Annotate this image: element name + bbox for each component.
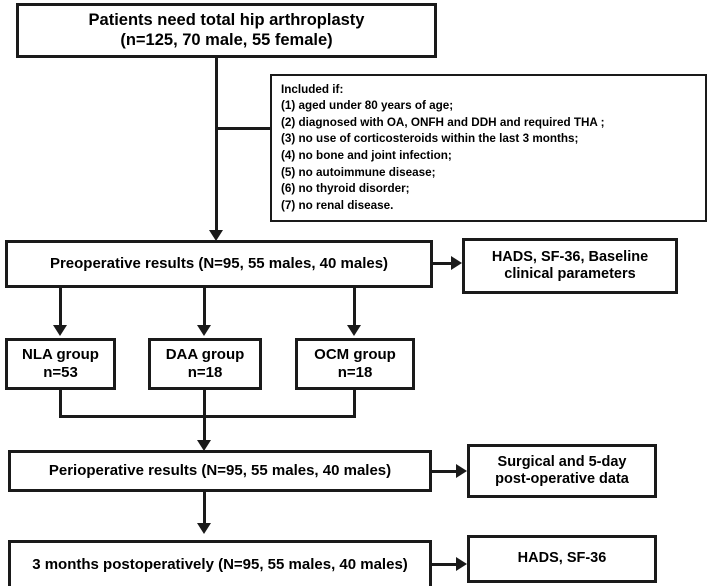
connector-preoperative-split-daa — [203, 288, 206, 327]
connector-merge-to-perioperative — [203, 390, 206, 443]
node-perioperative-outcomes-label: Surgical and 5-day post-operative data — [495, 453, 629, 487]
arrowhead-merge-to-perioperative — [197, 440, 211, 451]
connector-nla-to-merge — [59, 390, 62, 418]
arrowhead-split-ocm — [347, 325, 361, 336]
node-preoperative-outcomes: HADS, SF-36, Baseline clinical parameter… — [462, 238, 678, 294]
node-perioperative-label: Perioperative results (N=95, 55 males, 4… — [48, 462, 392, 480]
node-three-months-postoperatively: 3 months postoperatively (N=95, 55 males… — [8, 540, 432, 586]
node-group-ocm: OCM group n=18 — [295, 338, 415, 390]
node-three-months-outcomes-label: HADS, SF-36 — [517, 550, 607, 567]
node-total-hip-arthroplasty-patients: Patients need total hip arthroplasty (n=… — [16, 3, 437, 58]
node-criteria-label: Included if: (1) aged under 80 years of … — [281, 82, 605, 212]
arrowhead-perioperative-to-three-months — [197, 523, 211, 534]
connector-ocm-to-merge — [353, 390, 356, 418]
arrowhead-split-daa — [197, 325, 211, 336]
node-group-daa: DAA group n=18 — [148, 338, 262, 390]
arrowhead-preoperative-to-outcomes — [451, 256, 462, 270]
arrowhead-split-nla — [53, 325, 67, 336]
connector-preoperative-split-ocm — [353, 288, 356, 327]
node-group-nla: NLA group n=53 — [5, 338, 116, 390]
connector-groups-merge-bar — [59, 415, 356, 418]
node-three-months-label: 3 months postoperatively (N=95, 55 males… — [32, 556, 408, 574]
node-three-months-outcomes: HADS, SF-36 — [467, 535, 657, 583]
connector-perioperative-to-outcomes — [432, 470, 460, 473]
connector-preoperative-to-outcomes — [433, 262, 455, 265]
node-group-nla-label: NLA group n=53 — [22, 346, 99, 381]
node-group-ocm-label: OCM group n=18 — [314, 346, 396, 381]
connector-three-months-to-outcomes — [432, 563, 460, 566]
arrowhead-top-to-preoperative — [209, 230, 223, 241]
connector-top-to-preoperative — [215, 58, 218, 233]
node-preoperative-results: Preoperative results (N=95, 55 males, 40… — [5, 240, 433, 288]
arrowhead-perioperative-to-outcomes — [456, 464, 467, 478]
node-perioperative-results: Perioperative results (N=95, 55 males, 4… — [8, 450, 432, 492]
arrowhead-three-months-to-outcomes — [456, 557, 467, 571]
connector-perioperative-to-three-months — [203, 492, 206, 526]
node-group-daa-label: DAA group n=18 — [165, 346, 245, 381]
node-perioperative-outcomes: Surgical and 5-day post-operative data — [467, 444, 657, 498]
node-preoperative-label: Preoperative results (N=95, 55 males, 40… — [49, 255, 389, 273]
connector-trunk-to-criteria — [215, 127, 272, 130]
node-inclusion-criteria: Included if: (1) aged under 80 years of … — [270, 74, 707, 222]
node-top-label: Patients need total hip arthroplasty (n=… — [88, 11, 365, 49]
connector-preoperative-split-nla — [59, 288, 62, 327]
node-preoperative-outcomes-label: HADS, SF-36, Baseline clinical parameter… — [491, 248, 649, 282]
